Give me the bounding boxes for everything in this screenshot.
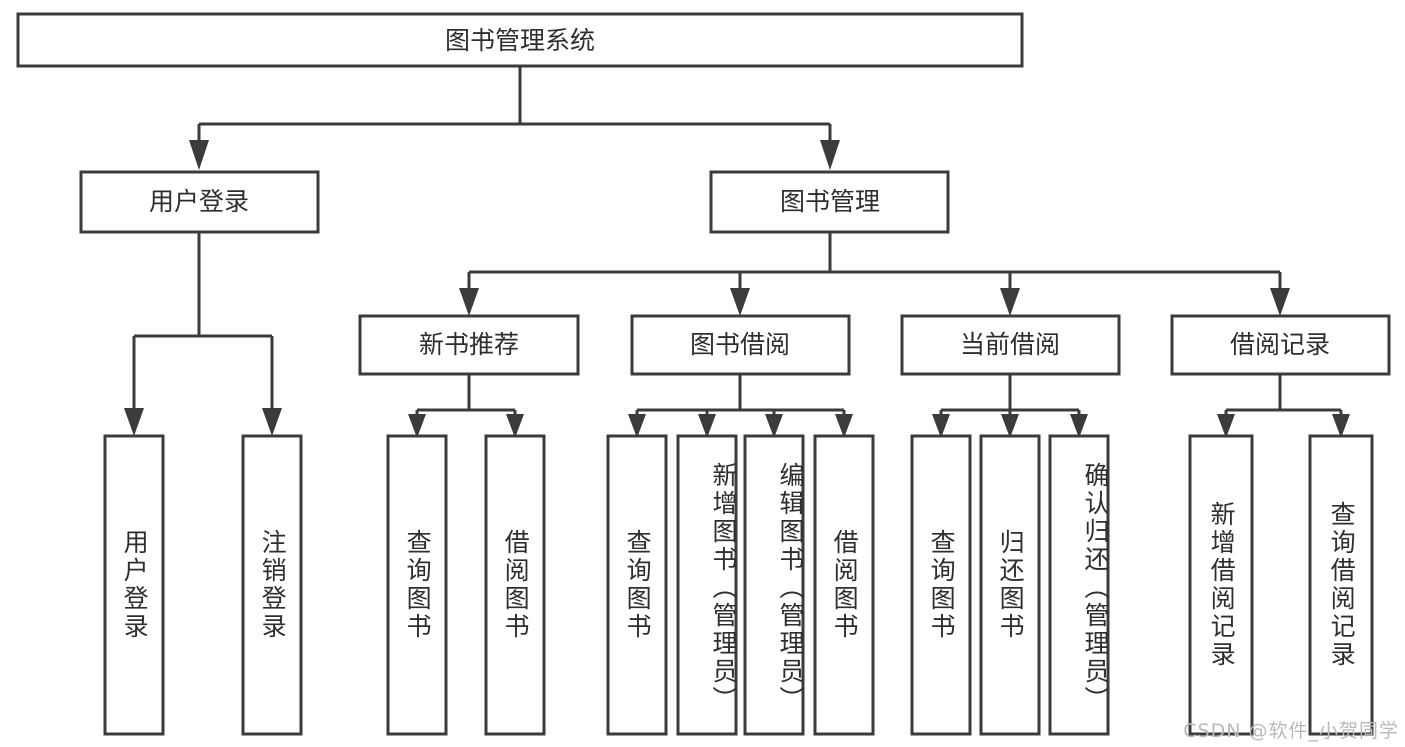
node-user-login-label: 用户登录 xyxy=(149,187,249,216)
node-current-borrow[interactable] xyxy=(900,314,1121,376)
node-new-book-recommend[interactable] xyxy=(358,314,580,376)
arrow-head-leaf-query-book-2 xyxy=(628,414,646,438)
arrow-head-leaf-borrow-book-1 xyxy=(506,414,524,438)
node-book-manage-label: 图书管理 xyxy=(780,187,880,216)
arrow-head-leaf-query-book-3 xyxy=(932,414,950,438)
csdn-watermark: CSDN @软件_小贺同学 xyxy=(1183,720,1399,742)
node-leaf-user-login[interactable] xyxy=(103,434,165,736)
arrow-head-book-manage xyxy=(820,140,840,170)
arrow-head-leaf-user-login xyxy=(124,408,144,436)
arrow-head-current-borrow xyxy=(1000,288,1020,316)
node-book-manage[interactable] xyxy=(709,170,950,234)
arrow-head-leaf-confirm-return xyxy=(1070,414,1088,438)
node-book-borrow[interactable] xyxy=(630,314,851,376)
node-leaf-edit-book[interactable] xyxy=(743,434,805,736)
arrow-head-leaf-add-record xyxy=(1217,414,1235,438)
node-leaf-add-book[interactable] xyxy=(676,434,738,736)
node-borrow-record[interactable] xyxy=(1170,314,1391,376)
node-user-login[interactable] xyxy=(79,170,320,234)
node-leaf-return-book[interactable] xyxy=(979,434,1041,736)
node-leaf-query-book-1[interactable] xyxy=(386,434,448,736)
node-new-book-recommend-label: 新书推荐 xyxy=(419,330,519,359)
arrow-head-leaf-return-book xyxy=(1001,414,1019,438)
connector-layer xyxy=(124,66,1350,438)
node-layer: 图书管理系统 用户登录 图书管理 新书推荐 图书借阅 当前借阅 借阅记录 xyxy=(16,12,1391,736)
node-leaf-query-book-2[interactable] xyxy=(606,434,668,736)
node-leaf-add-record[interactable] xyxy=(1188,434,1254,736)
arrow-head-leaf-borrow-book-2 xyxy=(835,414,853,438)
node-leaf-confirm-return[interactable] xyxy=(1048,434,1110,736)
arrow-head-leaf-query-record xyxy=(1332,414,1350,438)
node-root-label: 图书管理系统 xyxy=(445,26,595,55)
arrow-head-leaf-logout xyxy=(262,408,282,436)
arrow-head-leaf-query-book-1 xyxy=(408,414,426,438)
arrow-head-new-book-recommend xyxy=(459,288,479,316)
node-book-borrow-label: 图书借阅 xyxy=(690,330,790,359)
node-borrow-record-label: 借阅记录 xyxy=(1230,330,1330,359)
node-leaf-borrow-book-1[interactable] xyxy=(484,434,546,736)
node-leaf-query-book-3[interactable] xyxy=(910,434,972,736)
node-current-borrow-label: 当前借阅 xyxy=(960,330,1060,359)
arrow-head-leaf-add-book xyxy=(698,414,716,438)
arrow-head-borrow-record xyxy=(1270,288,1290,316)
node-leaf-query-record[interactable] xyxy=(1308,434,1374,736)
node-leaf-logout[interactable] xyxy=(241,434,303,736)
arrow-head-book-borrow xyxy=(730,288,750,316)
node-root[interactable] xyxy=(16,12,1024,68)
arrow-head-user-login xyxy=(189,140,209,170)
arrow-head-leaf-edit-book xyxy=(765,414,783,438)
node-leaf-borrow-book-2[interactable] xyxy=(813,434,875,736)
